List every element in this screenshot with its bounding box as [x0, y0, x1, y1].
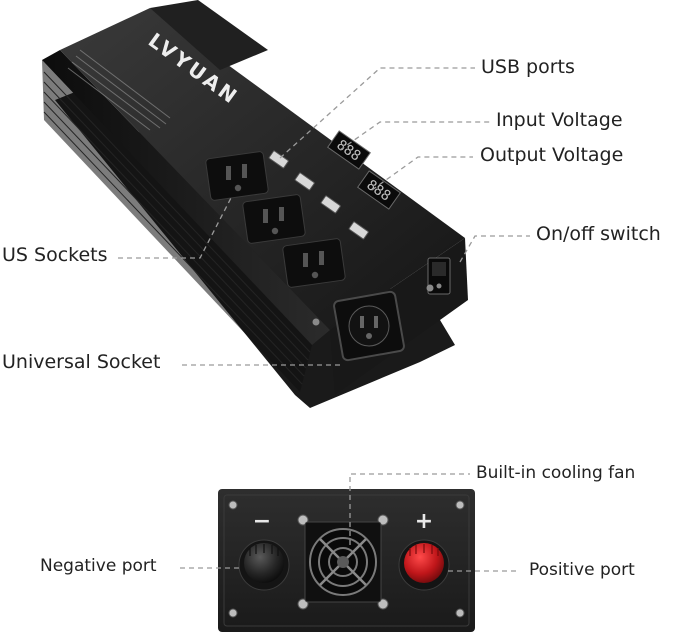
- us-socket-2: [242, 194, 306, 244]
- callout-us-sockets: US Sockets: [2, 244, 108, 266]
- heatsink-side: [42, 50, 330, 345]
- callout-input-voltage: Input Voltage: [496, 109, 623, 131]
- us-socket-group: [205, 151, 346, 288]
- leader-output-voltage: [371, 156, 473, 191]
- positive-symbol: +: [415, 509, 433, 534]
- us-socket-1: [205, 151, 269, 201]
- positive-terminal: [398, 539, 450, 591]
- inverter-end-view: − +: [218, 489, 475, 632]
- callout-output-voltage: Output Voltage: [480, 144, 624, 166]
- usb-port-2: [294, 172, 315, 191]
- usb-port-3: [320, 195, 341, 214]
- callout-negative-port: Negative port: [40, 556, 157, 576]
- negative-symbol: −: [253, 509, 271, 534]
- usb-port-4: [348, 221, 369, 240]
- callout-positive-port: Positive port: [529, 560, 635, 580]
- usb-port-group: [268, 150, 369, 240]
- inverter-top-view: 888 888: [42, 0, 468, 408]
- us-socket-3: [282, 238, 346, 288]
- spec-label: [67, 49, 171, 131]
- universal-socket: [333, 290, 405, 362]
- callout-cooling-fan: Built-in cooling fan: [476, 463, 636, 483]
- leader-on-off-switch: [459, 235, 530, 263]
- leader-lines: [118, 67, 530, 572]
- usb-port-1: [268, 150, 289, 169]
- output-voltage-display: 888: [357, 170, 401, 210]
- screw: [426, 284, 434, 292]
- callout-on-off-switch: On/off switch: [536, 223, 661, 245]
- negative-terminal: [238, 539, 290, 591]
- power-switch: [427, 257, 451, 295]
- callout-usb-ports: USB ports: [481, 56, 575, 78]
- callout-universal-socket: Universal Socket: [2, 351, 161, 373]
- leader-us-sockets: [118, 195, 233, 259]
- leader-input-voltage: [339, 121, 490, 151]
- screw: [312, 318, 320, 326]
- cooling-fan: [304, 521, 382, 603]
